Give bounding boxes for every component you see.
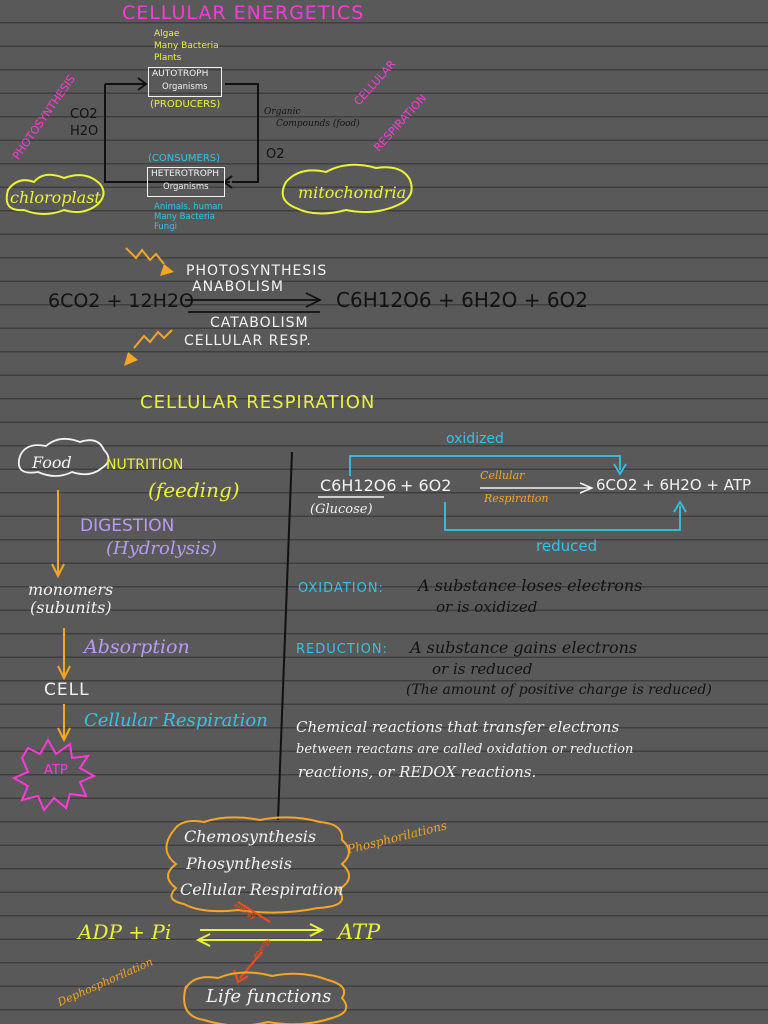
glucose-formula: C6H12O6 — [320, 476, 397, 495]
oxidation-term: OXIDATION: — [298, 581, 384, 596]
autotroph-example-1: Algae — [154, 29, 180, 39]
producers-label: (PRODUCERS) — [150, 99, 221, 110]
redox-definition-2: between reactans are called oxidation or… — [296, 742, 634, 757]
equation-cellular-resp: CELLULAR RESP. — [184, 333, 312, 349]
process-photosynthesis: Phosynthesis — [186, 854, 292, 873]
heterotroph-example-3: Fungi — [154, 222, 177, 232]
equation-anabolism: ANABOLISM — [192, 279, 284, 295]
consumers-label: (CONSUMERS) — [148, 153, 221, 164]
redox-definition-3: reactions, or REDOX reactions. — [298, 763, 537, 781]
glucose-label: (Glucose) — [310, 502, 373, 517]
equation-reactants: 6CO2 + 12H2O — [48, 290, 194, 312]
page-title: CELLULAR ENERGETICS — [122, 2, 365, 24]
oxidation-definition-1: A substance loses electrons — [418, 576, 643, 595]
h2o-label: H2O — [70, 124, 99, 139]
monomers-label: monomers — [28, 580, 114, 599]
hydrolysis-label: (Hydrolysis) — [106, 538, 218, 559]
oxidation-definition-2: or is oxidized — [436, 598, 538, 616]
section-title: CELLULAR RESPIRATION — [140, 392, 376, 413]
feeding-label: (feeding) — [148, 478, 240, 502]
absorption-label: Absorption — [84, 636, 190, 658]
respiration-products: 6CO2 + 6H2O + ATP — [596, 476, 752, 494]
heterotroph-example-2: Many Bacteria — [154, 212, 216, 222]
reduction-definition-2: or is reduced — [432, 660, 533, 678]
oxidized-label: oxidized — [446, 431, 504, 447]
chloroplast-label: chloroplast — [10, 188, 101, 207]
cell-label: CELL — [44, 680, 90, 700]
autotroph-sub: Organisms — [162, 82, 208, 92]
compounds-label: Compounds (food) — [276, 119, 360, 129]
autotroph-box — [148, 67, 222, 97]
heterotroph-label: HETEROTROPH — [151, 169, 220, 179]
atp-product-label: ATP — [338, 920, 381, 944]
respiration-arrow-label-2: Respiration — [484, 492, 549, 505]
co2-label: CO2 — [70, 107, 98, 122]
food-label: Food — [32, 453, 72, 472]
heterotroph-example-1: Animals, human — [154, 202, 223, 212]
equation-catabolism: CATABOLISM — [210, 315, 309, 331]
autotroph-label: AUTOTROPH — [152, 69, 209, 79]
autotroph-example-3: Plants — [154, 53, 182, 63]
reduction-note: (The amount of positive charge is reduce… — [406, 682, 712, 698]
equation-products: C6H12O6 + 6H2O + 6O2 — [336, 288, 589, 312]
process-chemosynthesis: Chemosynthesis — [184, 827, 317, 846]
adp-label: ADP + Pi — [78, 920, 172, 944]
o2-label: O2 — [266, 147, 285, 162]
autotroph-example-2: Many Bacteria — [154, 41, 219, 51]
subunits-label: (subunits) — [30, 598, 112, 617]
life-functions-label: Life functions — [206, 986, 332, 1007]
heterotroph-box — [147, 167, 225, 197]
process-cellular-respiration: Cellular Respiration — [180, 880, 344, 899]
reduction-term: REDUCTION: — [296, 642, 388, 657]
cellular-respiration-label: Cellular Respiration — [84, 710, 268, 731]
organic-label: Organic — [264, 107, 301, 117]
atp-burst-label: ATP — [44, 763, 68, 778]
respiration-arrow-label-1: Cellular — [480, 469, 525, 482]
heterotroph-sub: Organisms — [163, 182, 209, 192]
reduced-label: reduced — [536, 537, 598, 555]
redox-definition-1: Chemical reactions that transfer electro… — [296, 718, 620, 736]
mitochondria-label: mitochondria — [298, 183, 407, 202]
digestion-label: DIGESTION — [80, 516, 175, 536]
oxygen-reactant: + 6O2 — [400, 476, 452, 495]
equation-photosynthesis: PHOTOSYNTHESIS — [186, 263, 328, 279]
reduction-definition-1: A substance gains electrons — [410, 638, 638, 657]
nutrition-label: NUTRITION — [106, 457, 184, 473]
